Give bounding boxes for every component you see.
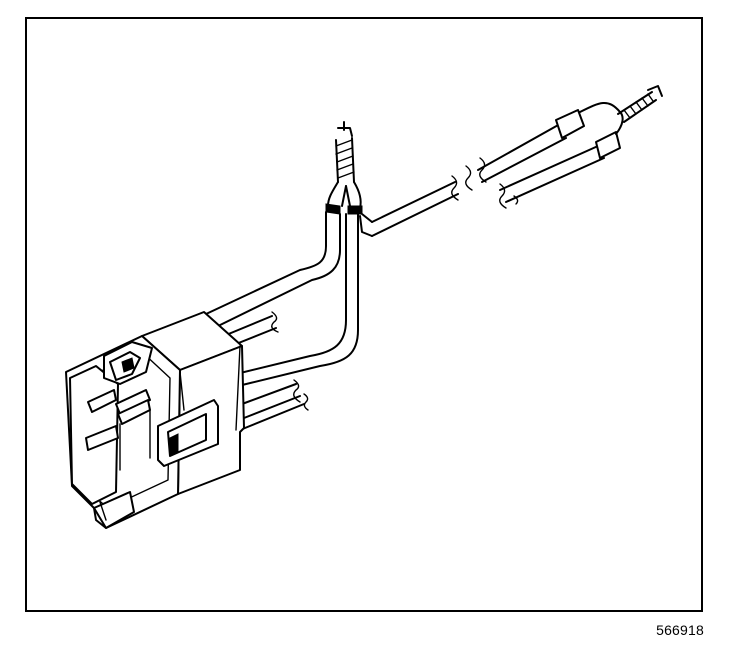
main-wire-bundle [205, 211, 373, 431]
figure-id-label: 566918 [656, 622, 704, 638]
right-wire-pair [371, 85, 663, 237]
center-twisted-lead [325, 121, 363, 215]
figure-frame [25, 17, 703, 612]
connector-body [65, 311, 245, 529]
